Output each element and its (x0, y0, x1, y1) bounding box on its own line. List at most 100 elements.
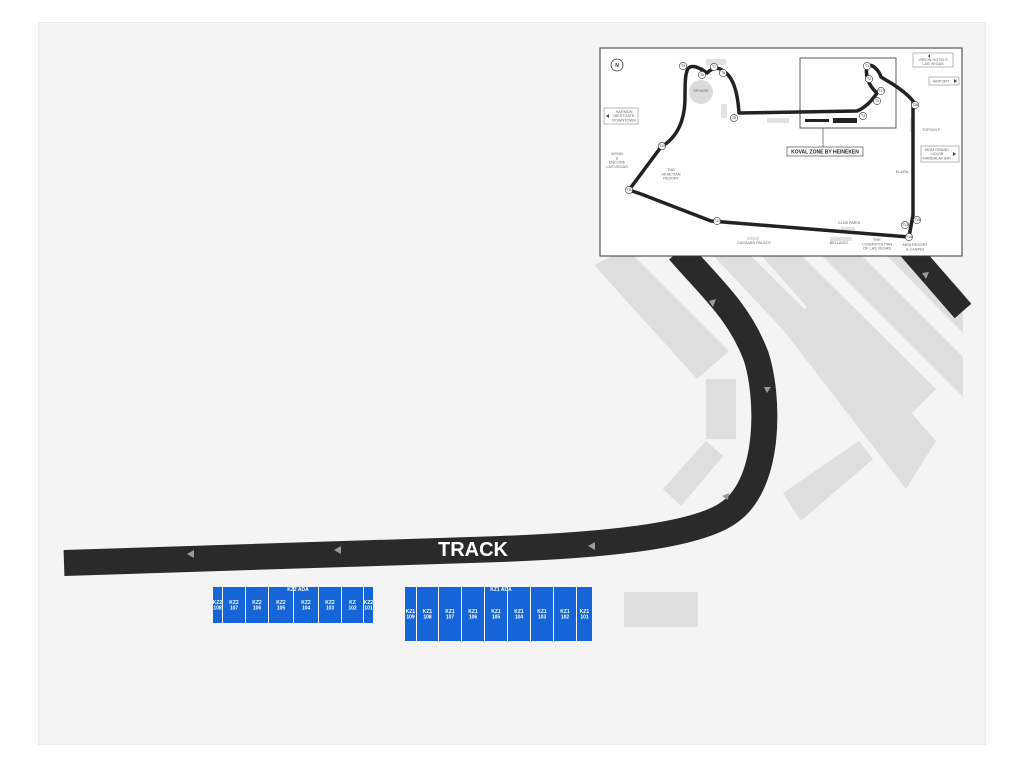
seat-section[interactable] (269, 587, 293, 623)
turn-number: T11 (626, 188, 632, 192)
turn-marker (901, 221, 909, 229)
turn-number: T6 (700, 73, 704, 77)
track-label: TRACK (438, 539, 509, 561)
seat-section[interactable] (531, 587, 553, 641)
building (663, 441, 723, 506)
sign-airport: AIRPORT (928, 76, 960, 86)
seat-section[interactable] (439, 587, 461, 641)
seat-section[interactable] (223, 587, 245, 623)
seat-section[interactable] (417, 587, 438, 641)
seat-section[interactable] (342, 587, 363, 623)
turn-number: T3 (875, 99, 879, 103)
building (761, 255, 936, 419)
turn-marker (625, 186, 633, 194)
turn-number: T15 (914, 218, 920, 222)
seat-section[interactable] (508, 587, 530, 641)
ada-label: KZ2 ADA (287, 587, 309, 593)
building (706, 59, 726, 65)
turn-number: T4 (861, 114, 865, 118)
building (594, 249, 729, 379)
turn-number: T10 (659, 144, 665, 148)
track-spur (900, 241, 972, 319)
circuit-outline (627, 63, 915, 239)
landmark-label: CAESARS PALACE (737, 241, 771, 245)
inset-map-frame (599, 47, 963, 257)
turn-number: T1 (865, 64, 869, 68)
turn-markers: T1T2T3T4T5T6T7T8T9T10T11T12T13T14T15T16T… (625, 62, 921, 241)
seat-section[interactable] (364, 587, 373, 623)
seat-section[interactable] (554, 587, 576, 641)
seat-section[interactable] (246, 587, 268, 623)
turn-number: T17 (878, 89, 884, 93)
building (821, 255, 963, 397)
ada-label: KZ1 ADA (490, 587, 512, 593)
zone-box (799, 57, 897, 129)
turn-marker (911, 101, 919, 109)
landmark-label: ELARA (896, 170, 909, 174)
buildings-group (594, 249, 963, 627)
turn-number: T5 (732, 116, 736, 120)
turn-marker (679, 62, 687, 70)
sign-box (920, 145, 960, 163)
turn-marker (865, 75, 873, 83)
seat-section[interactable] (485, 587, 507, 641)
sign-box (912, 52, 954, 68)
arrow-right-icon (954, 79, 957, 83)
zone-label-box (786, 146, 864, 157)
direction-arrow-icon (588, 542, 595, 550)
seat-section[interactable] (294, 587, 318, 623)
seat-section[interactable] (405, 587, 416, 641)
zone-label: KOVAL ZONE BY HEINEKEN (791, 150, 859, 156)
turn-number: T8 (721, 71, 725, 75)
sign-box (928, 76, 960, 86)
compass-icon (610, 58, 624, 72)
landmark-label: TOPGOLF (922, 128, 941, 132)
seat-section[interactable] (577, 587, 592, 641)
turn-marker (710, 63, 718, 71)
turn-marker (863, 62, 871, 70)
building (706, 379, 736, 439)
direction-arrow-icon (922, 272, 929, 279)
arrow-right-icon (953, 152, 956, 156)
sign-text: AIRPORT (933, 80, 950, 84)
turn-marker (873, 97, 881, 105)
building (830, 237, 852, 241)
sphere-shape (689, 80, 713, 104)
landmark-label: SPHERE (693, 89, 709, 93)
seat-section[interactable] (319, 587, 341, 623)
arrow-up-icon (928, 54, 930, 58)
direction-arrows (187, 272, 929, 558)
direction-arrow-icon (764, 387, 771, 393)
zone-stand (833, 118, 857, 123)
turn-marker (730, 114, 738, 122)
turn-number: T12 (714, 219, 720, 223)
seat-section[interactable] (462, 587, 484, 641)
building (624, 592, 698, 627)
direction-arrow-icon (722, 493, 729, 500)
turn-number: T14 (906, 235, 912, 239)
seat-section[interactable] (213, 587, 222, 623)
building (841, 227, 855, 230)
